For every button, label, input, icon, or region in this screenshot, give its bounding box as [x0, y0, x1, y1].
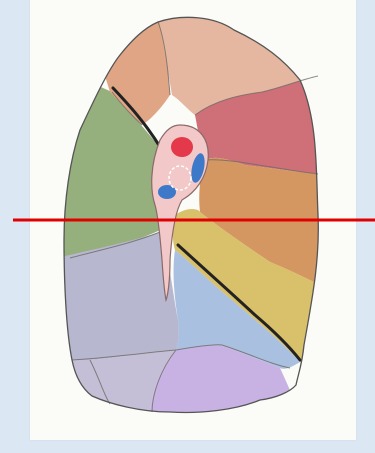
segment-anterior-basal [40, 232, 179, 360]
pulmonary-artery [171, 137, 193, 157]
